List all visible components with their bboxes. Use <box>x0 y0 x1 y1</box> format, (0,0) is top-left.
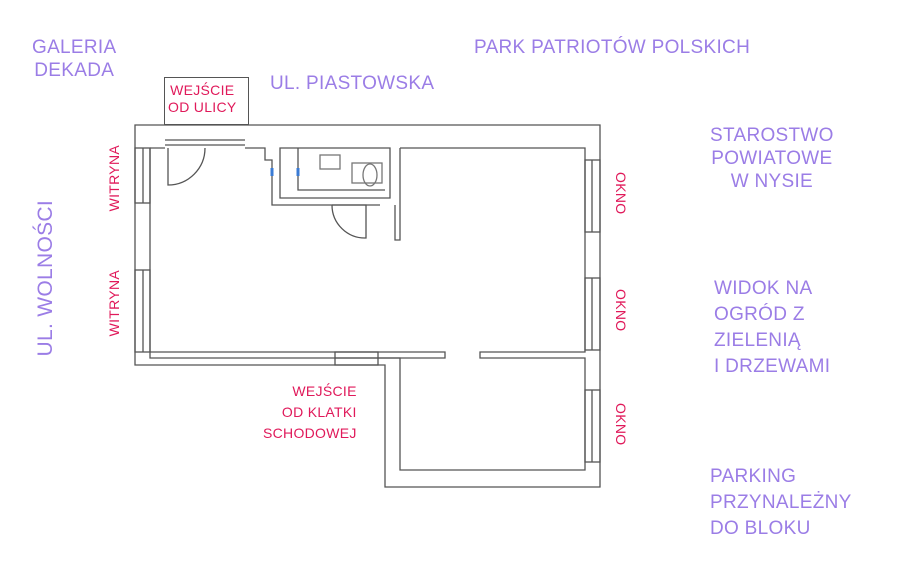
wejscie-ulicy-line-1: WEJŚCIE <box>170 82 235 98</box>
galeria-line-2: DEKADA <box>34 60 115 82</box>
wejscie-klatki-line-1: WEJŚCIE <box>292 383 357 399</box>
wejscie-klatki-line-3: SCHODOWEJ <box>263 425 357 441</box>
wejscie-ulicy-label: WEJŚCIE OD ULICY <box>168 82 237 116</box>
galeria-line-1: GALERIA <box>32 37 117 58</box>
widok-line-1: WIDOK NA <box>714 278 813 299</box>
wejscie-klatki-label: WEJŚCIE OD KLATKI SCHODOWEJ <box>263 381 357 444</box>
front-door-swing <box>167 147 206 186</box>
entrance-label-box <box>164 77 249 125</box>
wejscie-ulicy-line-2: OD ULICY <box>168 99 237 116</box>
witryna-top-label: WITRYNA <box>106 145 122 212</box>
parking-line-3: DO BLOKU <box>710 518 811 540</box>
galeria-label: GALERIA DEKADA <box>32 36 116 82</box>
wolnosci-label: UL. WOLNOŚCI <box>34 200 57 357</box>
inner-wall-right <box>378 147 586 471</box>
okno-2-label: OKNO <box>613 289 630 332</box>
parking-line-1: PARKING <box>710 466 797 487</box>
partition <box>394 148 401 241</box>
park-label: PARK PATRIOTÓW POLSKICH <box>474 37 751 58</box>
okno-1-label: OKNO <box>613 172 630 215</box>
parking-label: PARKING PRZYNALEŻNY DO BLOKU <box>710 464 852 543</box>
parking-line-2: PRZYNALEŻNY <box>710 492 852 514</box>
bathroom-wall <box>279 147 391 199</box>
piastowska-label: UL. PIASTOWSKA <box>270 73 435 94</box>
wejscie-klatki-line-2: OD KLATKI <box>281 404 357 420</box>
witryna-bottom-label: WITRYNA <box>106 270 122 337</box>
starostwo-line-2: POWIATOWE <box>711 148 833 170</box>
bathroom-door-swing <box>331 204 367 239</box>
outer-wall <box>134 124 601 488</box>
starostwo-line-1: STAROSTWO <box>710 125 834 146</box>
widok-line-2: OGRÓD Z <box>714 304 805 326</box>
widok-label: WIDOK NA OGRÓD Z ZIELENIĄ I DRZEWAMI <box>714 276 830 380</box>
inner-wall-main-room <box>150 147 380 206</box>
toilet-icon <box>362 163 378 187</box>
sink-icon <box>319 154 341 170</box>
starostwo-line-3: W NYSIE <box>730 171 814 193</box>
okno-3-label: OKNO <box>613 403 630 446</box>
widok-line-3: ZIELENIĄ <box>714 330 801 352</box>
starostwo-label: STAROSTWO POWIATOWE W NYSIE <box>710 124 834 194</box>
bathroom-inner <box>297 148 385 191</box>
widok-line-4: I DRZEWAMI <box>714 356 831 378</box>
